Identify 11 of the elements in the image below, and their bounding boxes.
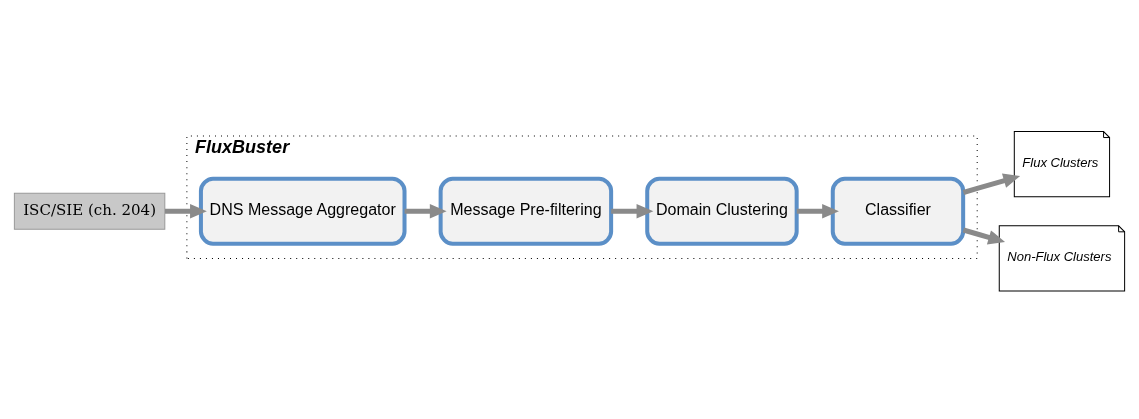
node-box: Classifier — [830, 176, 966, 246]
arrow — [962, 227, 1006, 245]
arrow — [404, 203, 447, 219]
node-box: ISC/SIE (ch. 204) — [13, 192, 166, 230]
node-box: Message Pre-filtering — [438, 176, 614, 246]
arrow — [165, 203, 207, 219]
arrow — [796, 203, 839, 219]
node-box: Domain Clustering — [645, 176, 799, 246]
arrow — [962, 173, 1021, 195]
arrow — [611, 203, 654, 219]
node-box: DNS Message Aggregator — [198, 176, 407, 246]
